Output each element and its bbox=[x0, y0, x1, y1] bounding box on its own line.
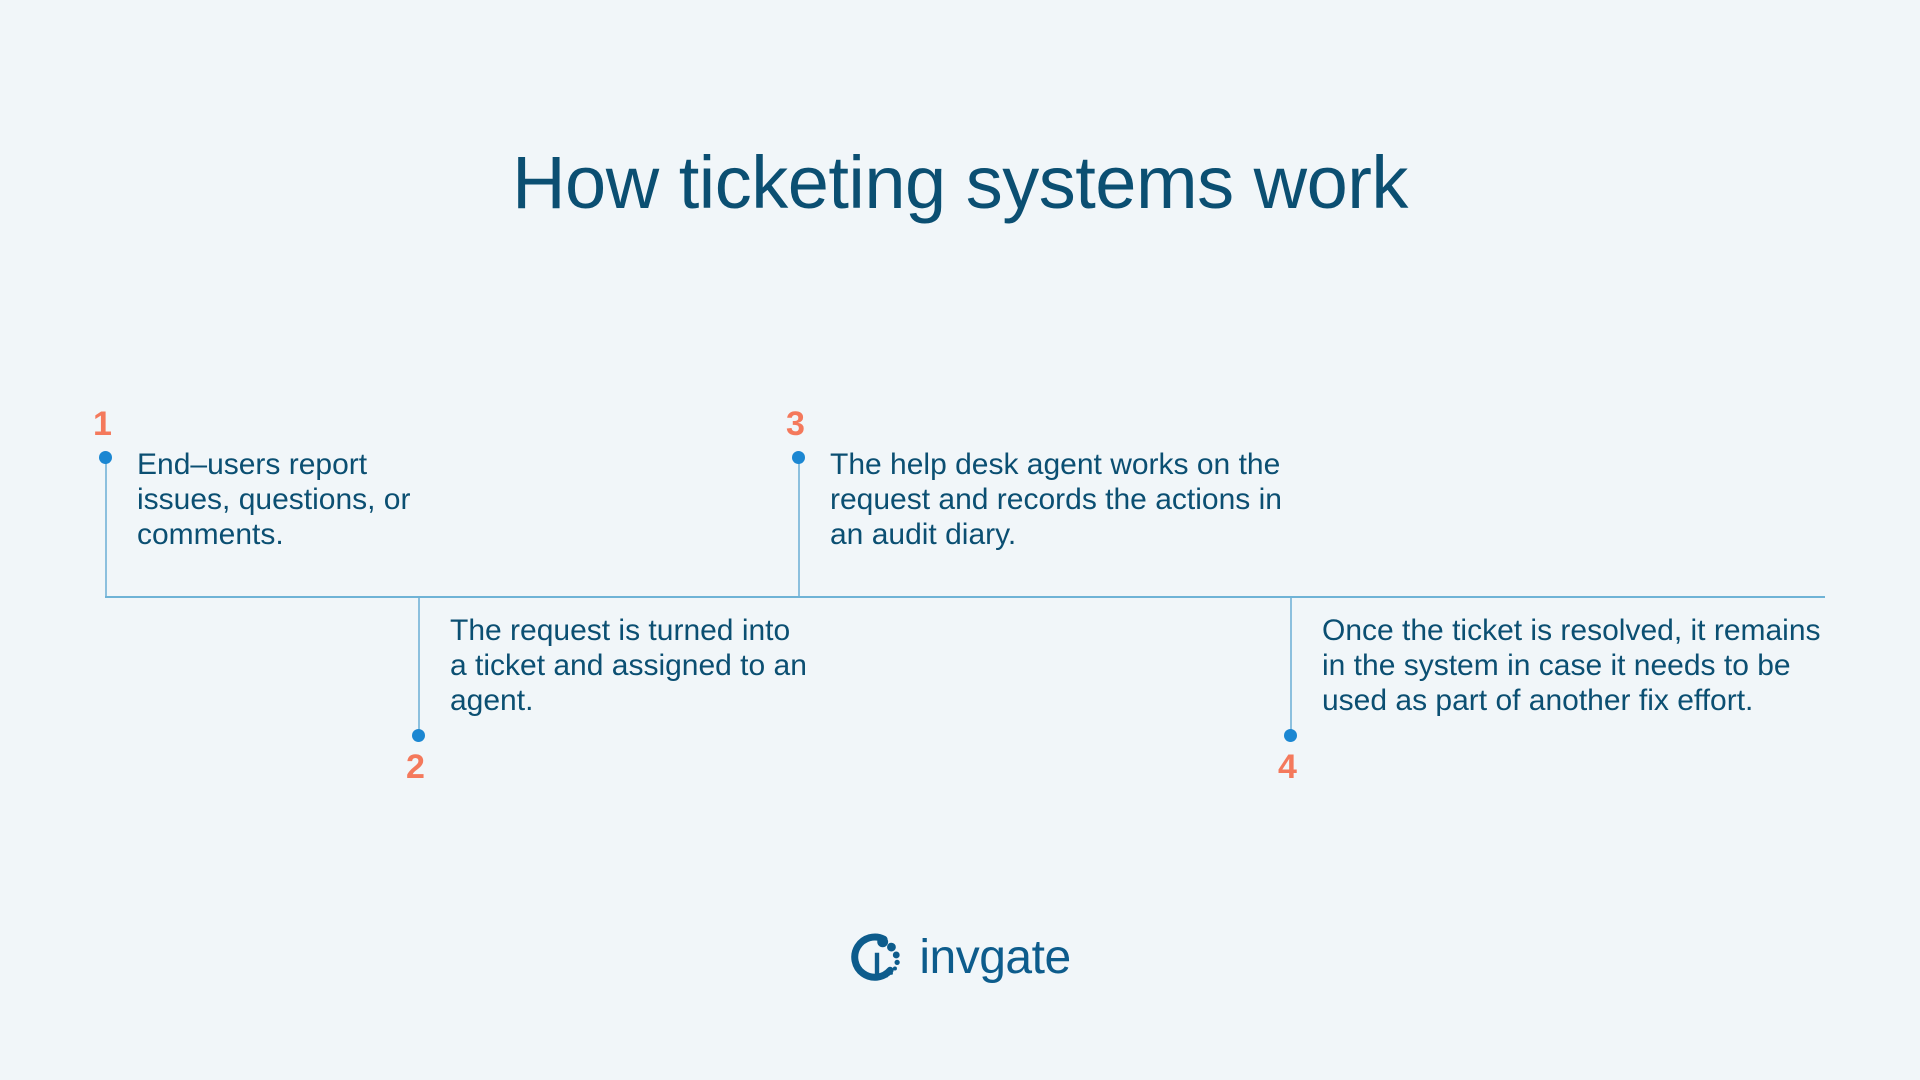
step-3-number: 3 bbox=[786, 405, 805, 443]
step-3-connector bbox=[798, 458, 800, 596]
step-1-number: 1 bbox=[93, 405, 112, 443]
timeline-axis bbox=[105, 596, 1825, 598]
invgate-logo-icon bbox=[849, 930, 905, 986]
step-2-number: 2 bbox=[406, 748, 425, 786]
page-title: How ticketing systems work bbox=[512, 140, 1408, 224]
brand-logo: invgate bbox=[0, 930, 1920, 986]
step-2-connector bbox=[418, 598, 420, 736]
step-3-dot bbox=[792, 451, 805, 464]
brand-name: invgate bbox=[919, 931, 1071, 984]
step-1-connector bbox=[105, 458, 107, 596]
step-2-text: The request is turned into a ticket and … bbox=[450, 614, 807, 717]
step-4-connector bbox=[1290, 598, 1292, 736]
step-1-dot bbox=[99, 451, 112, 464]
step-4-text: Once the ticket is resolved, it remains … bbox=[1322, 614, 1821, 717]
step-4-number: 4 bbox=[1278, 748, 1297, 786]
step-1-text: End–users report issues, questions, or c… bbox=[137, 448, 411, 551]
step-2-dot bbox=[412, 729, 425, 742]
step-4-dot bbox=[1284, 729, 1297, 742]
step-3-text: The help desk agent works on the request… bbox=[830, 448, 1282, 551]
